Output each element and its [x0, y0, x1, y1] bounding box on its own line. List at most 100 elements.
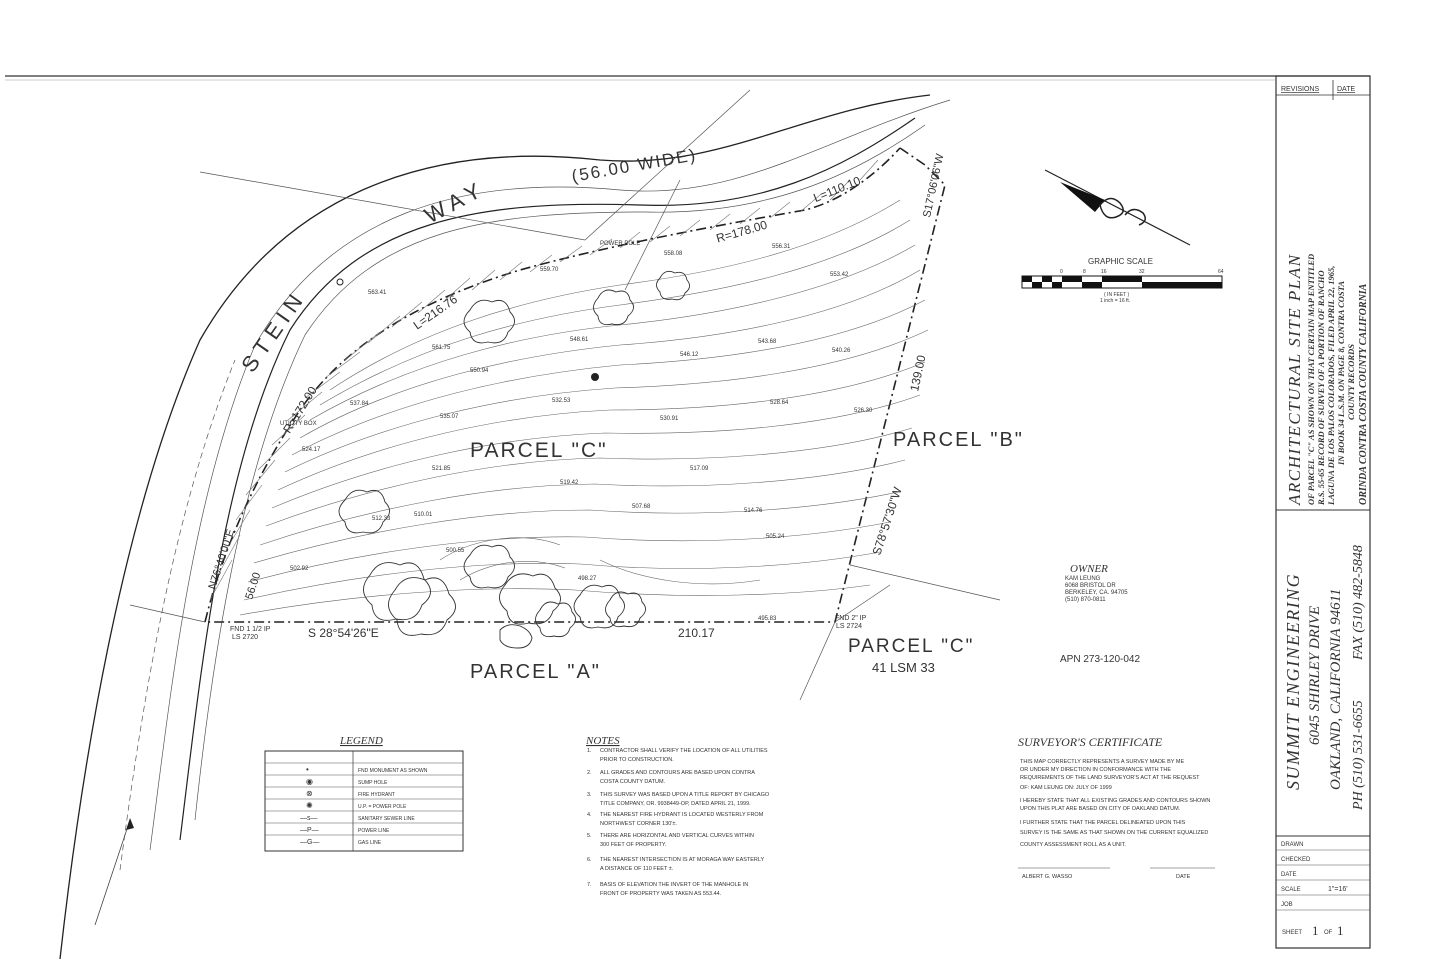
svg-text:502.92: 502.92 — [290, 566, 309, 572]
owner-heading: OWNER — [1070, 563, 1108, 575]
graphic-scale-unit: ( IN FEET ) — [1104, 292, 1130, 298]
svg-text:526.30: 526.30 — [854, 408, 873, 414]
svg-text:517.09: 517.09 — [690, 466, 709, 472]
svg-text:8: 8 — [1083, 269, 1086, 275]
firm-city: OAKLAND, CALIFORNIA 94611 — [1328, 588, 1344, 790]
sheet-of: OF — [1324, 930, 1333, 936]
svg-text:0: 0 — [1060, 269, 1063, 275]
svg-text:558.08: 558.08 — [664, 251, 683, 257]
svg-text:I HEREBY STATE THAT ALL EXISTI: I HEREBY STATE THAT ALL EXISTING GRADES … — [1020, 798, 1210, 804]
owner-city: BERKELEY, CA. 94705 — [1065, 590, 1128, 596]
svg-text:THE NEAREST FIRE HYDRANT IS LO: THE NEAREST FIRE HYDRANT IS LOCATED WEST… — [600, 812, 764, 818]
svg-text:ALL GRADES AND CONTOURS ARE BA: ALL GRADES AND CONTOURS ARE BASED UPON C… — [600, 770, 755, 776]
sheet-total: 1 — [1337, 923, 1344, 938]
svg-text:519.42: 519.42 — [560, 480, 579, 486]
svg-text:IN BOOK 34 L.S.M. ON PAGE 8, C: IN BOOK 34 L.S.M. ON PAGE 8, CONTRA COST… — [1336, 281, 1346, 466]
svg-text:SURVEY IS THE SAME AS THAT SHO: SURVEY IS THE SAME AS THAT SHOWN ON THE … — [1020, 830, 1208, 836]
svg-text:521.85: 521.85 — [432, 466, 451, 472]
svg-text:GAS LINE: GAS LINE — [358, 840, 382, 846]
scale-value: 1"=16' — [1328, 886, 1348, 893]
surveyor-title: SURVEYOR'S CERTIFICATE — [1018, 735, 1163, 749]
graphic-scale: GRAPHIC SCALE 0 8 16 32 64 ( IN FEET ) 1… — [1021, 257, 1224, 304]
svg-text:500.55: 500.55 — [446, 548, 465, 554]
svg-text:514.76: 514.76 — [744, 508, 763, 514]
svg-text:3.: 3. — [587, 792, 592, 798]
svg-text:—P—: —P— — [300, 827, 319, 834]
svg-text:559.70: 559.70 — [540, 267, 559, 273]
monument-left-line1: FND 1 1/2 IP — [230, 626, 271, 633]
svg-text:1.: 1. — [587, 748, 592, 754]
right-of-way-hatch — [209, 159, 879, 601]
legend-block: LEGEND • FND MONUMENT AS SHOWN ◉ SUMP HO… — [264, 735, 464, 852]
svg-text:530.91: 530.91 — [660, 416, 679, 422]
svg-text:507.68: 507.68 — [632, 504, 651, 510]
svg-text:498.27: 498.27 — [578, 576, 597, 582]
notes-title: NOTES — [585, 735, 620, 747]
street-name-way: WAY — [420, 175, 490, 228]
svg-text:R.S. 55-65 RECORD OF SURVEY OF: R.S. 55-65 RECORD OF SURVEY OF A PORTION… — [1316, 270, 1326, 506]
notes-block: NOTES 1. CONTRACTOR SHALL VERIFY THE LOC… — [585, 735, 770, 897]
sheet-number: 1 — [1312, 923, 1319, 938]
svg-text:◉: ◉ — [306, 777, 313, 786]
svg-text:POWER LINE: POWER LINE — [358, 828, 390, 834]
svg-text:OF: KAM LEUNG O: OF: KAM LEUNG ON: JULY OF 1999 — [1020, 785, 1112, 791]
svg-text:—s—: —s— — [300, 815, 318, 822]
monument-symbol — [336, 278, 344, 286]
svg-text:NORTHWEST CORNER 130'±.: NORTHWEST CORNER 130'±. — [600, 821, 677, 827]
svg-text:OF PARCEL "C" AS SHOWN ON THAT: OF PARCEL "C" AS SHOWN ON THAT CERTAIN M… — [1306, 254, 1316, 505]
svg-text:7.: 7. — [587, 882, 592, 888]
svg-text:FRONT OF PROPERTY WAS TAKEN AS: FRONT OF PROPERTY WAS TAKEN AS 553.44. — [600, 891, 722, 897]
svg-text:528.64: 528.64 — [770, 400, 789, 406]
power-pole-symbol — [591, 373, 599, 381]
svg-text:✺: ✺ — [306, 801, 313, 810]
svg-text:524.17: 524.17 — [302, 447, 321, 453]
svg-text:543.68: 543.68 — [758, 339, 777, 345]
date-row-label: DATE — [1281, 872, 1297, 878]
firm-name: SUMMIT ENGINEERING — [1283, 573, 1303, 790]
tree-symbols — [338, 270, 690, 649]
curve-label-r172: R=172.00 — [280, 384, 320, 436]
owner-name: KAM LEUNG — [1065, 576, 1101, 582]
svg-text:UPON THIS PLAT ARE BASED ON CI: UPON THIS PLAT ARE BASED ON CITY OF OAKL… — [1020, 806, 1181, 812]
svg-text:THIS SURVEY WAS BASED UPON A T: THIS SURVEY WAS BASED UPON A TITLE REPOR… — [600, 792, 770, 798]
svg-text:16: 16 — [1101, 269, 1107, 275]
svg-text:⊗: ⊗ — [306, 789, 313, 798]
street-name-stein: STEIN — [236, 285, 311, 377]
svg-text:563.41: 563.41 — [368, 290, 387, 296]
svg-text:561.75: 561.75 — [432, 345, 451, 351]
drawn-label: DRAWN — [1281, 842, 1303, 848]
svg-text:2.: 2. — [587, 770, 592, 776]
owner-street: 6068 BRISTOL DR — [1065, 583, 1116, 589]
monument-right-line1: FND 2" IP — [835, 615, 867, 622]
graphic-scale-title: GRAPHIC SCALE — [1088, 257, 1153, 266]
svg-text:CONTRACTOR SHALL VERIFY THE LO: CONTRACTOR SHALL VERIFY THE LOCATION OF … — [600, 748, 768, 754]
svg-text:553.42: 553.42 — [830, 272, 849, 278]
svg-text:A DISTANCE OF 110 FEET ±.: A DISTANCE OF 110 FEET ±. — [600, 866, 674, 872]
svg-text:—G—: —G— — [300, 839, 319, 846]
svg-text:I FURTHER STATE THAT THE PARCE: I FURTHER STATE THAT THE PARCEL DELINEAT… — [1020, 820, 1186, 826]
svg-text:546.12: 546.12 — [680, 352, 699, 358]
curve-label-l110: L=110.10 — [811, 173, 862, 205]
distance-south-line: 210.17 — [678, 626, 715, 640]
svg-text:SANITARY SEWER LINE: SANITARY SEWER LINE — [358, 816, 415, 822]
parcel-c-main-label: PARCEL "C" — [470, 439, 608, 462]
parcel-a-label: PARCEL "A" — [470, 661, 601, 683]
firm-fax: FAX (510) 482-5848 — [1351, 545, 1366, 661]
monument-right-line2: LS 2724 — [836, 623, 862, 630]
distance-east-line: 139.00 — [907, 353, 928, 392]
surveyor-signer: ALBERT G. WASSO — [1022, 874, 1073, 880]
svg-text:550.94: 550.94 — [470, 368, 489, 374]
parcel-boundary — [129, 147, 1001, 701]
svg-text:TITLE COMPANY, OR. 9938449-OP,: TITLE COMPANY, OR. 9938449-OP, DATED APR… — [600, 801, 751, 807]
svg-text:U.P. = POWER POLE: U.P. = POWER POLE — [358, 804, 407, 810]
svg-text:THIS MAP CORRECTLY REPRESENTS: THIS MAP CORRECTLY REPRESENTS A SURVEY M… — [1020, 759, 1184, 765]
surveyor-certificate: SURVEYOR'S CERTIFICATE THIS MAP CORRECTL… — [1018, 735, 1215, 880]
svg-text:FND MONUMENT AS SHOWN: FND MONUMENT AS SHOWN — [358, 768, 428, 774]
title-block: REVISIONS DATE DRAWN CHECKED DATE SCALE … — [1275, 75, 1371, 949]
surveyor-date-label: DATE — [1176, 874, 1191, 880]
svg-text:300 FEET OF PROPERTY.: 300 FEET OF PROPERTY. — [600, 842, 667, 848]
owner-phone: (510) 870-0811 — [1065, 597, 1106, 603]
utility-box-label: UTILITY BOX — [280, 421, 317, 427]
svg-text:THE NEAREST INTERSECTION IS AT: THE NEAREST INTERSECTION IS AT MORAGA WA… — [600, 857, 765, 863]
